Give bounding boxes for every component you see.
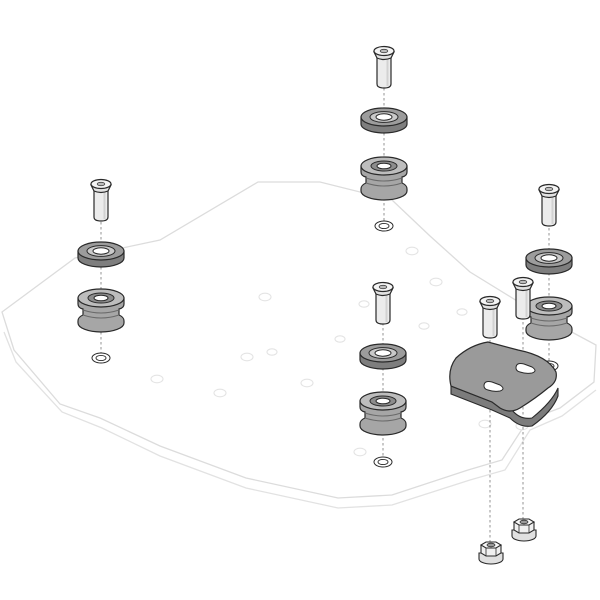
plate-hole — [405, 246, 419, 256]
mounting-plate-body — [1, 181, 597, 499]
grommet — [525, 296, 573, 341]
plate-hole — [213, 388, 227, 398]
hex-nut — [478, 541, 504, 565]
bracket-plate — [449, 341, 557, 412]
washer — [77, 241, 125, 268]
fastener-stack-top — [360, 45, 408, 201]
washer — [525, 248, 573, 275]
grommet — [359, 391, 407, 436]
washer — [359, 343, 407, 370]
washer — [360, 107, 408, 134]
plate-hole — [266, 348, 278, 356]
hex-nut — [511, 518, 537, 542]
bracket-side — [450, 385, 559, 427]
bracket-assembly — [449, 276, 559, 427]
plate-hole — [456, 308, 468, 316]
bolt — [479, 295, 501, 339]
mount-hole-left — [91, 352, 111, 364]
plate-hole — [240, 352, 254, 362]
fastener-stack-left — [77, 178, 125, 333]
mounting-plate-edge — [3, 331, 597, 509]
bolt — [372, 281, 394, 325]
bracket-slot — [483, 381, 504, 392]
fastener-stack-right — [525, 183, 573, 341]
plate-hole — [258, 292, 272, 302]
bracket-slot — [515, 363, 536, 374]
bracket — [449, 341, 559, 427]
plate-hole — [429, 277, 443, 287]
bolt — [90, 178, 112, 222]
mount-hole-top — [374, 220, 394, 232]
bolt — [373, 45, 395, 89]
mount-hole-center — [373, 456, 393, 468]
plate-hole — [300, 378, 314, 388]
plate-holes — [150, 246, 529, 457]
grommet — [77, 288, 125, 333]
plate-hole — [150, 374, 164, 384]
grommet — [360, 156, 408, 201]
plate-hole — [358, 300, 370, 308]
bolt — [512, 276, 534, 320]
bolt — [538, 183, 560, 227]
mounting-plate — [1, 181, 597, 509]
plate-hole — [334, 335, 346, 343]
plate-hole — [478, 419, 492, 429]
plate-hole — [353, 447, 367, 457]
plate-hole — [418, 322, 430, 330]
